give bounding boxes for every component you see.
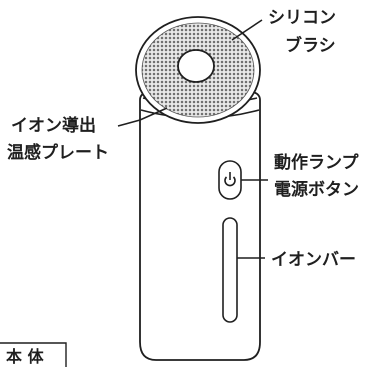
plate-leader <box>117 107 168 127</box>
device-body <box>139 91 261 361</box>
warm-plate <box>177 49 215 83</box>
silicon-brush-head <box>135 16 261 124</box>
title-box: 本 体 <box>0 342 67 367</box>
plate-label-line1: イオン導出 <box>11 115 96 136</box>
ion-bar <box>222 217 238 323</box>
button-label-line1: 動作ランプ <box>274 152 359 173</box>
power-button[interactable] <box>218 160 242 200</box>
plate-label-line2: 温感プレート <box>7 142 109 163</box>
ion-bar-label: イオンバー <box>271 250 356 270</box>
brush-label-line1: シリコン <box>268 8 336 28</box>
brush-leader <box>231 19 263 41</box>
power-icon <box>224 172 236 187</box>
title: 本 体 <box>6 347 45 366</box>
brush-label-line2: ブラシ <box>285 35 336 56</box>
button-label-line2: 電源ボタン <box>274 179 359 200</box>
